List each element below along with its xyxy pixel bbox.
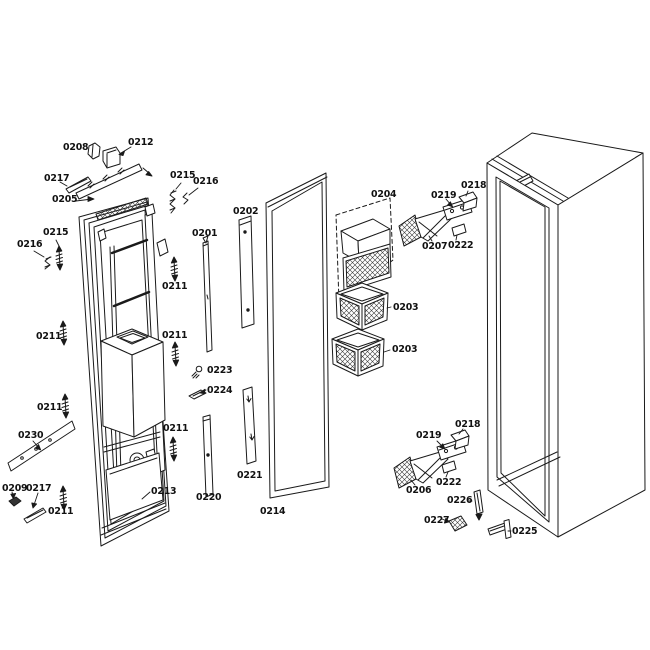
part-label: 0207 xyxy=(422,241,448,252)
part-label: 0225 xyxy=(512,526,538,537)
part-label: 0211 xyxy=(48,506,74,517)
part-label: 0222 xyxy=(436,477,462,488)
part-label: 0214 xyxy=(260,506,286,517)
part-label: 0219 xyxy=(431,190,457,201)
part-label: 0216 xyxy=(17,239,43,250)
part-label: 0223 xyxy=(207,365,233,376)
part-label: 0201 xyxy=(192,228,218,239)
part-label: 0215 xyxy=(170,170,196,181)
part-label: 0227 xyxy=(424,515,450,526)
part-label: 0224 xyxy=(207,385,233,396)
door-bins-0203-drawing xyxy=(331,282,389,377)
part-label: 0211 xyxy=(162,281,188,292)
part-label: 0216 xyxy=(193,176,219,187)
part-label: 0230 xyxy=(18,430,44,441)
trim-bars-drawing xyxy=(188,215,257,498)
leader-lines xyxy=(10,146,512,532)
part-label: 0203 xyxy=(393,302,419,313)
part-label: 0204 xyxy=(371,189,397,200)
part-label: 0212 xyxy=(128,137,154,148)
ice-container-0204-drawing xyxy=(335,197,394,303)
part-label: 0226 xyxy=(447,495,473,506)
part-label: 0211 xyxy=(37,402,63,413)
cabinet-drawing xyxy=(486,132,646,538)
part-label: 0221 xyxy=(237,470,263,481)
part-label: 0202 xyxy=(233,206,259,217)
clip-fasteners-drawing xyxy=(7,189,189,524)
door-top-hardware-drawing xyxy=(65,142,153,200)
door-panel-0214-drawing xyxy=(265,172,330,499)
part-label: 0219 xyxy=(416,430,442,441)
part-label: 0218 xyxy=(455,419,481,430)
part-label: 0211 xyxy=(163,423,189,434)
part-label: 0218 xyxy=(461,180,487,191)
part-label: 0220 xyxy=(196,492,222,503)
part-label: 0213 xyxy=(151,486,177,497)
part-label: 0205 xyxy=(52,194,78,205)
part-label: 0215 xyxy=(43,227,69,238)
part-label: 0222 xyxy=(448,240,474,251)
part-label: 0211 xyxy=(36,331,62,342)
part-label: 0217 xyxy=(44,173,70,184)
freezer-door-drawing xyxy=(78,197,170,547)
part-label: 0208 xyxy=(63,142,89,153)
bracket-group-bottom-drawing xyxy=(393,429,512,539)
part-label: 0209 xyxy=(2,483,28,494)
part-label: 0211 xyxy=(162,330,188,341)
part-label: 0217 xyxy=(26,483,52,494)
part-label: 0206 xyxy=(406,485,432,496)
part-label: 0203 xyxy=(392,344,418,355)
